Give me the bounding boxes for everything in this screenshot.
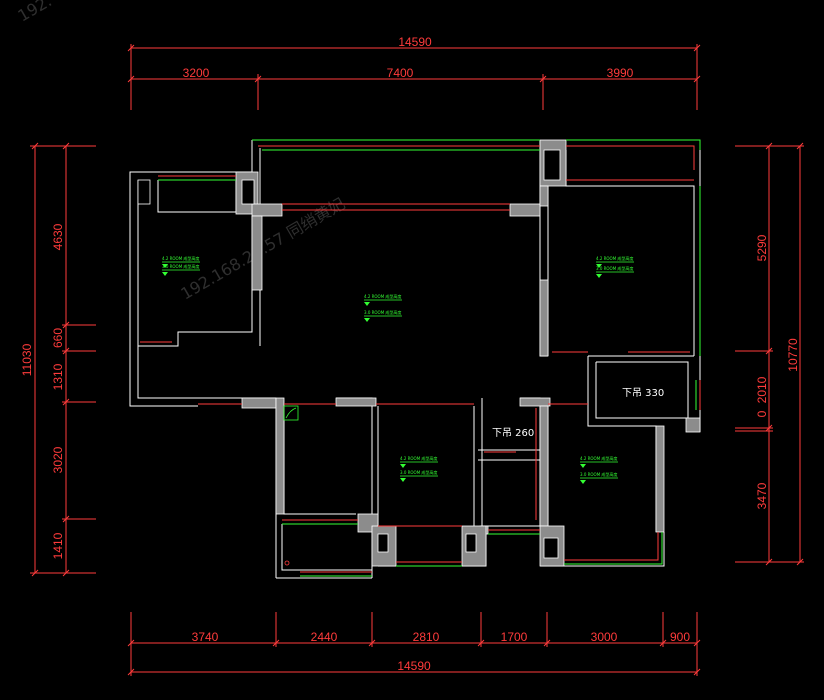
- dim-bottom-seg-6: 900: [670, 630, 690, 644]
- svg-text:4.2 ROOM 成型高度: 4.2 ROOM 成型高度: [364, 293, 401, 299]
- dim-left-seg-5: 1410: [51, 532, 65, 559]
- dim-bottom-seg-5: 3000: [591, 630, 618, 644]
- svg-text:4.2 ROOM 成型高度: 4.2 ROOM 成型高度: [162, 255, 199, 261]
- dim-bottom-seg-3: 2810: [413, 630, 440, 644]
- windows: [158, 139, 701, 577]
- dim-right-total: 10770: [786, 338, 800, 372]
- room-tag-1: 4.2 ROOM 成型高度 3.0 ROOM 成型高度: [162, 255, 200, 276]
- openings: [140, 179, 694, 527]
- svg-text:4.2 ROOM 成型高度: 4.2 ROOM 成型高度: [596, 255, 633, 261]
- room-tag-4: 4.2 ROOM 成型高度 3.0 ROOM 成型高度: [400, 455, 438, 482]
- svg-text:3.0 ROOM 成型高度: 3.0 ROOM 成型高度: [580, 471, 617, 477]
- svg-text:3.0 ROOM 成型高度: 3.0 ROOM 成型高度: [364, 309, 401, 315]
- dim-top-seg-3: 3990: [607, 66, 634, 80]
- dim-top-seg-2: 7400: [387, 66, 414, 80]
- column-holes: [137, 149, 561, 559]
- exterior-walls: [129, 140, 701, 579]
- dim-left-seg-3: 1310: [51, 363, 65, 390]
- marker-dot: [284, 560, 290, 566]
- dim-top-seg-1: 3200: [183, 66, 210, 80]
- door-swing: [283, 405, 299, 421]
- svg-text:3.0 ROOM 成型高度: 3.0 ROOM 成型高度: [400, 469, 437, 475]
- dim-right-seg-3: 0: [755, 410, 769, 417]
- watermark-top-left: 192.: [15, 0, 55, 25]
- dim-bottom-total: 14590: [397, 659, 431, 673]
- svg-text:3.0 ROOM 成型高度: 3.0 ROOM 成型高度: [596, 265, 633, 271]
- room-tag-5: 4.2 ROOM 成型高度 3.0 ROOM 成型高度: [580, 455, 618, 484]
- svg-text:4.2 ROOM 成型高度: 4.2 ROOM 成型高度: [400, 455, 437, 461]
- bottom-dimension-group: [127, 612, 701, 676]
- room-tag-3: 4.2 ROOM 成型高度 3.0 ROOM 成型高度: [596, 255, 634, 278]
- dim-left-seg-1: 4630: [51, 223, 65, 250]
- ceiling-note-330: 下吊 330: [622, 387, 664, 399]
- dim-top-total: 14590: [398, 35, 432, 49]
- dim-left-seg-2: 660: [51, 328, 65, 348]
- room-tag-2: 4.2 ROOM 成型高度 3.0 ROOM 成型高度: [364, 293, 402, 322]
- dim-right-seg-4: 3470: [755, 482, 769, 509]
- dim-left-seg-4: 3020: [51, 446, 65, 473]
- dim-left-total: 11030: [20, 343, 34, 376]
- dim-bottom-seg-4: 1700: [501, 630, 528, 644]
- dim-bottom-seg-2: 2440: [311, 630, 338, 644]
- right-dimension-group: [735, 142, 804, 566]
- left-dimension-group: [30, 142, 96, 577]
- ceiling-note-260: 下吊 260: [492, 427, 534, 439]
- svg-text:4.2 ROOM 成型高度: 4.2 ROOM 成型高度: [580, 455, 617, 461]
- top-dimension-group: [127, 44, 701, 110]
- dim-right-seg-2: 2010: [755, 376, 769, 403]
- svg-text:3.0 ROOM 成型高度: 3.0 ROOM 成型高度: [162, 263, 199, 269]
- dim-right-seg-1: 5290: [755, 234, 769, 261]
- dim-bottom-seg-1: 3740: [192, 630, 219, 644]
